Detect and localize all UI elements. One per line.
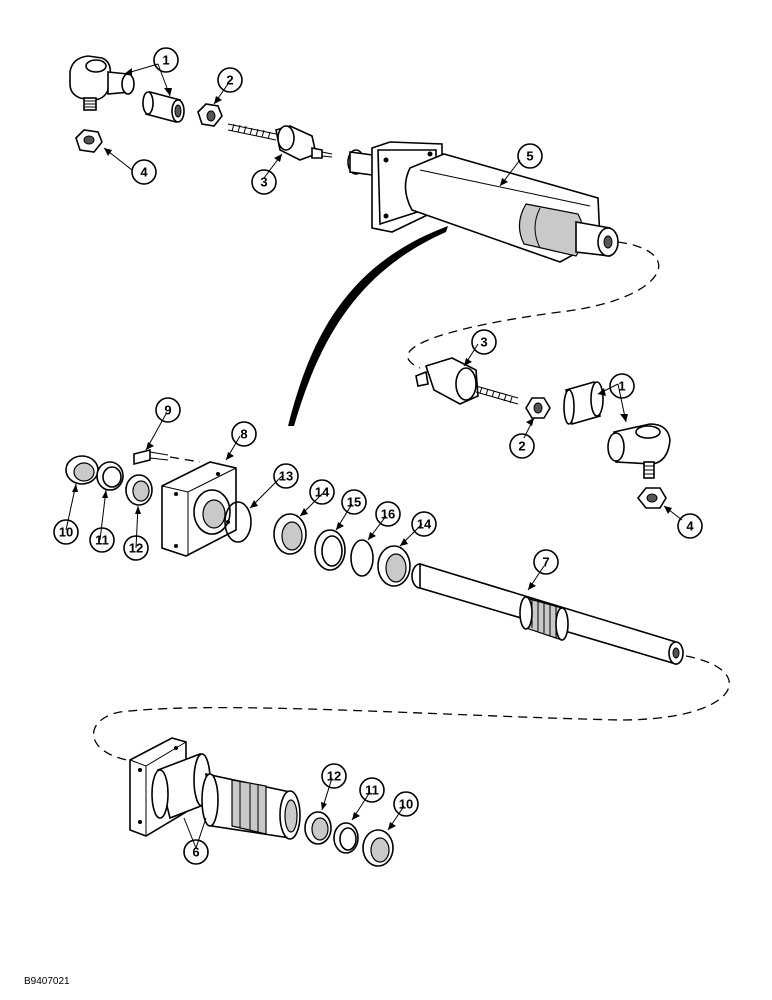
svg-text:14: 14	[315, 485, 330, 500]
svg-text:4: 4	[140, 165, 148, 180]
lock-nut-part	[75, 129, 103, 153]
svg-text:12: 12	[327, 769, 341, 784]
cylinder-tube-part	[129, 737, 301, 840]
svg-text:1: 1	[618, 379, 625, 394]
callout-3-mid: 3	[471, 329, 497, 355]
adjusting-sleeve-part-2	[563, 380, 604, 426]
jam-nut-part	[197, 103, 223, 127]
svg-text:3: 3	[480, 335, 487, 350]
cylinder-housing-part	[347, 141, 619, 263]
svg-text:2: 2	[518, 439, 525, 454]
rod-seal-part-2	[304, 811, 332, 845]
piston-rod-part	[411, 562, 684, 666]
connection-line	[407, 241, 660, 369]
callout-15: 15	[341, 489, 367, 515]
callout-11-bottom: 11	[359, 777, 385, 803]
callout-11-mid: 11	[89, 527, 115, 553]
svg-text:8: 8	[240, 427, 247, 442]
callout-4-mid: 4	[677, 513, 703, 539]
svg-text:13: 13	[279, 469, 293, 484]
svg-text:5: 5	[526, 149, 533, 164]
lock-nut-part-2	[636, 487, 667, 509]
inner-tie-rod-part-2	[415, 357, 519, 405]
backup-ring-part	[96, 461, 124, 491]
svg-text:4: 4	[686, 519, 694, 534]
gland-plate-part	[161, 461, 237, 557]
callout-9: 9	[155, 397, 181, 423]
callout-12-mid: 12	[123, 535, 149, 561]
callout-1-mid: 1	[609, 373, 635, 399]
callout-2-mid: 2	[509, 433, 535, 459]
tie-rod-end-part-2	[607, 423, 671, 479]
svg-text:16: 16	[381, 507, 395, 522]
connection-line-2	[92, 655, 730, 763]
wiper-seal-part-2	[362, 829, 394, 867]
svg-text:6: 6	[192, 845, 199, 860]
svg-text:10: 10	[59, 525, 73, 540]
tie-rod-end-part	[69, 55, 135, 111]
callout-5: 5	[517, 143, 543, 169]
svg-text:11: 11	[95, 533, 109, 548]
callout-14-a: 14	[309, 479, 335, 505]
svg-text:9: 9	[164, 403, 171, 418]
svg-text:12: 12	[129, 541, 143, 556]
inner-tie-rod-part	[227, 123, 333, 161]
svg-text:2: 2	[226, 73, 233, 88]
callout-12-bottom: 12	[321, 763, 347, 789]
callout-6: 6	[183, 839, 209, 865]
piston-o-ring-part	[350, 539, 374, 577]
callout-8: 8	[231, 421, 257, 447]
adjusting-sleeve-part	[142, 91, 185, 123]
svg-text:7: 7	[542, 555, 549, 570]
o-ring-part	[224, 501, 252, 543]
svg-text:11: 11	[365, 783, 379, 798]
callout-7: 7	[533, 549, 559, 575]
rod-seal-part	[125, 474, 153, 506]
callout-4-top: 4	[131, 159, 157, 185]
reference-code: B9407021	[24, 976, 70, 987]
wiper-seal-part	[65, 455, 99, 485]
cap-screw-part	[133, 448, 201, 466]
callout-2-top: 2	[217, 67, 243, 93]
jam-nut-part-2	[525, 397, 551, 419]
callout-1-top: 1	[153, 47, 179, 73]
callout-10-bottom: 10	[393, 791, 419, 817]
backup-ring-part-2	[333, 822, 359, 854]
svg-text:1: 1	[162, 53, 169, 68]
svg-text:15: 15	[347, 495, 361, 510]
callout-14-b: 14	[411, 511, 437, 537]
piston-ring-part-2	[377, 545, 411, 587]
svg-text:3: 3	[260, 175, 267, 190]
svg-text:14: 14	[417, 517, 432, 532]
callout-3-top: 3	[251, 169, 277, 195]
leader-lines	[65, 63, 683, 849]
callout-10-mid: 10	[53, 519, 79, 545]
callout-13: 13	[273, 463, 299, 489]
svg-text:10: 10	[399, 797, 413, 812]
piston-ring-part	[273, 513, 307, 555]
callout-16: 16	[375, 501, 401, 527]
direction-arrow-icon	[288, 226, 448, 426]
piston-seal-part	[314, 529, 346, 571]
